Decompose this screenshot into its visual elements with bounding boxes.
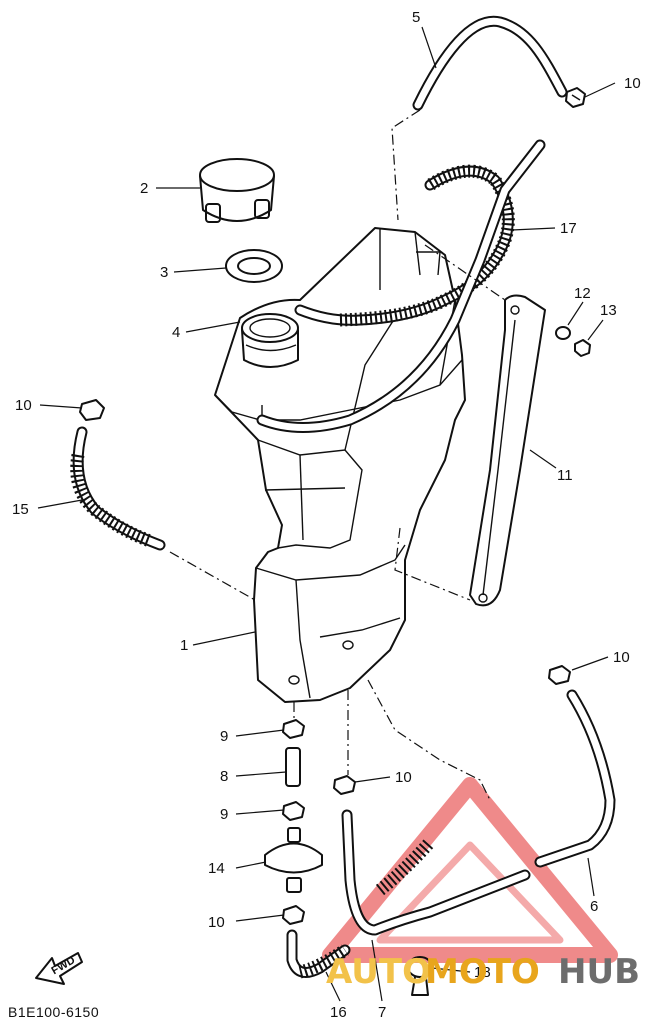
- watermark-hub: HUB: [558, 952, 640, 992]
- part-6-hose: [534, 689, 616, 868]
- assembly-dash-lines: [169, 109, 506, 801]
- callout-16: 16: [330, 1004, 347, 1021]
- part-3-gasket: [225, 249, 283, 283]
- callout-11: 11: [557, 467, 573, 484]
- part-16-hose: [286, 929, 351, 979]
- leader-lines: [37, 26, 616, 1002]
- watermark-auto: AUTO: [326, 952, 431, 992]
- callout-18: 18: [474, 964, 491, 981]
- part-7-drain-hose: [341, 809, 531, 936]
- part-10-clamp-right: [548, 665, 571, 685]
- callout-2: 2: [140, 180, 148, 197]
- callout-15: 15: [12, 501, 29, 518]
- callout-10-mid: 10: [395, 769, 412, 786]
- callout-3: 3: [160, 264, 168, 281]
- callout-14: 14: [208, 860, 225, 877]
- callout-10-right: 10: [613, 649, 630, 666]
- part-13-nut: [574, 339, 591, 357]
- drawing-code: B1E100-6150: [8, 1004, 99, 1020]
- callout-6: 6: [590, 898, 598, 915]
- part-8-pipe: [285, 747, 301, 787]
- part-9-clamp-upper: [282, 719, 305, 739]
- callout-13: 13: [600, 302, 617, 319]
- callout-12: 12: [574, 285, 591, 302]
- part-15-corrugated-hose: [70, 426, 166, 551]
- part-12-washer: [555, 326, 571, 340]
- callout-9-upper: 9: [220, 728, 228, 745]
- part-14-filter: [264, 827, 323, 893]
- part-10-clamp-bottom: [282, 905, 305, 925]
- part-2-cap: [199, 158, 275, 223]
- callout-5: 5: [412, 9, 420, 26]
- callout-17: 17: [560, 220, 577, 237]
- part-10-clamp-left: [79, 399, 105, 421]
- part-5-hose: [412, 15, 568, 111]
- callout-4: 4: [172, 324, 180, 341]
- part-11-bracket: [469, 294, 546, 607]
- callout-10-bottom: 10: [208, 914, 225, 931]
- part-10-clamp-mid: [333, 775, 356, 795]
- watermark-logo-triangle: [322, 777, 618, 963]
- callout-1: 1: [180, 637, 188, 654]
- callout-9-lower: 9: [220, 806, 228, 823]
- part-4-filler-neck: [241, 313, 299, 368]
- callout-10-top: 10: [624, 75, 641, 92]
- callout-labels: 5 10 2 3 4 17 12 13 10 11 15 1 10 9 8 10…: [12, 9, 641, 1021]
- callout-8: 8: [220, 768, 228, 785]
- callout-7: 7: [378, 1004, 386, 1021]
- watermark-moto: MOTO: [425, 952, 540, 992]
- part-18-clip: [407, 956, 433, 996]
- callout-10-left: 10: [15, 397, 32, 414]
- fwd-arrow-icon: FWD: [35, 952, 83, 985]
- part-1-reservoir-tank: [214, 227, 466, 703]
- part-17-overflow-hose: [294, 164, 515, 327]
- watermark-text: AUTO MOTO HUB: [326, 952, 640, 992]
- part-10-clamp-top: [565, 87, 586, 108]
- part-9-clamp-lower: [282, 801, 305, 821]
- breather-line: [256, 139, 546, 433]
